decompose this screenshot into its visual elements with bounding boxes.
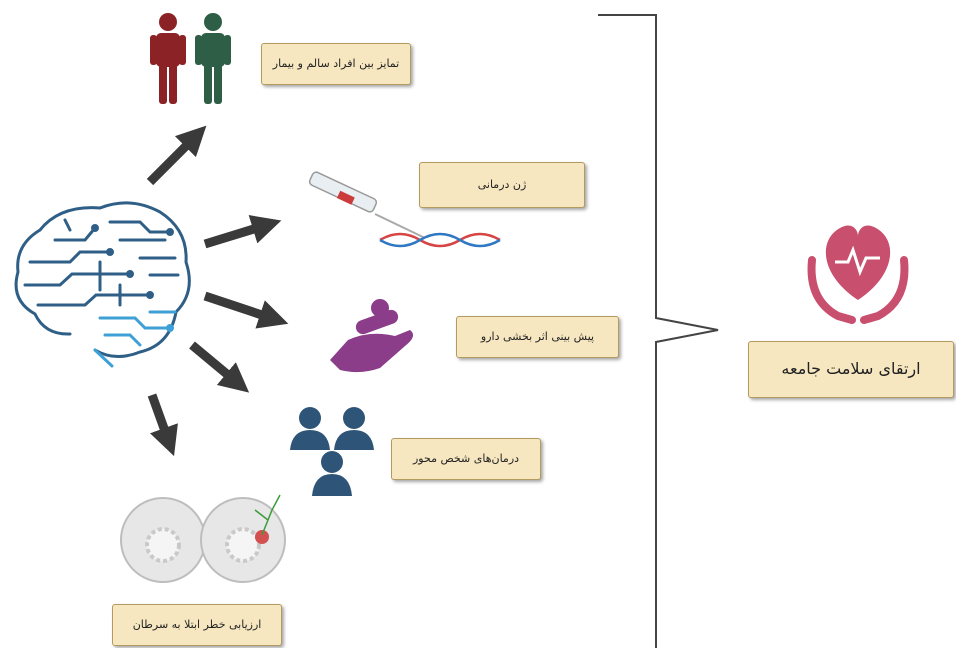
arrow-to-people [146,125,207,186]
personalized-group-icon [290,407,374,496]
summary-bracket [598,14,719,648]
label-healthy-vs-sick: تمایز بین افراد سالم و بیمار [261,43,411,85]
ai-circuit-brain-lower-icon [93,310,177,368]
healthy-sick-people-icon [150,13,231,104]
dna-helix-icon [379,232,501,248]
label-community-health: ارتقای سلامت جامعه [748,341,954,398]
label-cancer-risk: ارزیابی خطر ابتلا به سرطان [112,604,282,646]
label-drug-efficacy: پیش بینی اثر بخشی دارو [456,316,619,358]
arrow-to-personalized [189,341,250,393]
heart-hands-icon [807,225,909,324]
ai-circuit-brain-icon [14,201,191,358]
label-gene-therapy: ژن درمانی [419,162,585,208]
arrow-to-gene-therapy [203,215,282,249]
gene-syringe-icon [308,171,426,239]
breast-cancer-icon [120,494,286,583]
arrow-to-breast [147,393,178,457]
arrow-to-drug [203,291,289,329]
pills-hand-icon [330,299,414,373]
label-personalized-treatment: درمان‌های شخص محور [391,438,541,480]
